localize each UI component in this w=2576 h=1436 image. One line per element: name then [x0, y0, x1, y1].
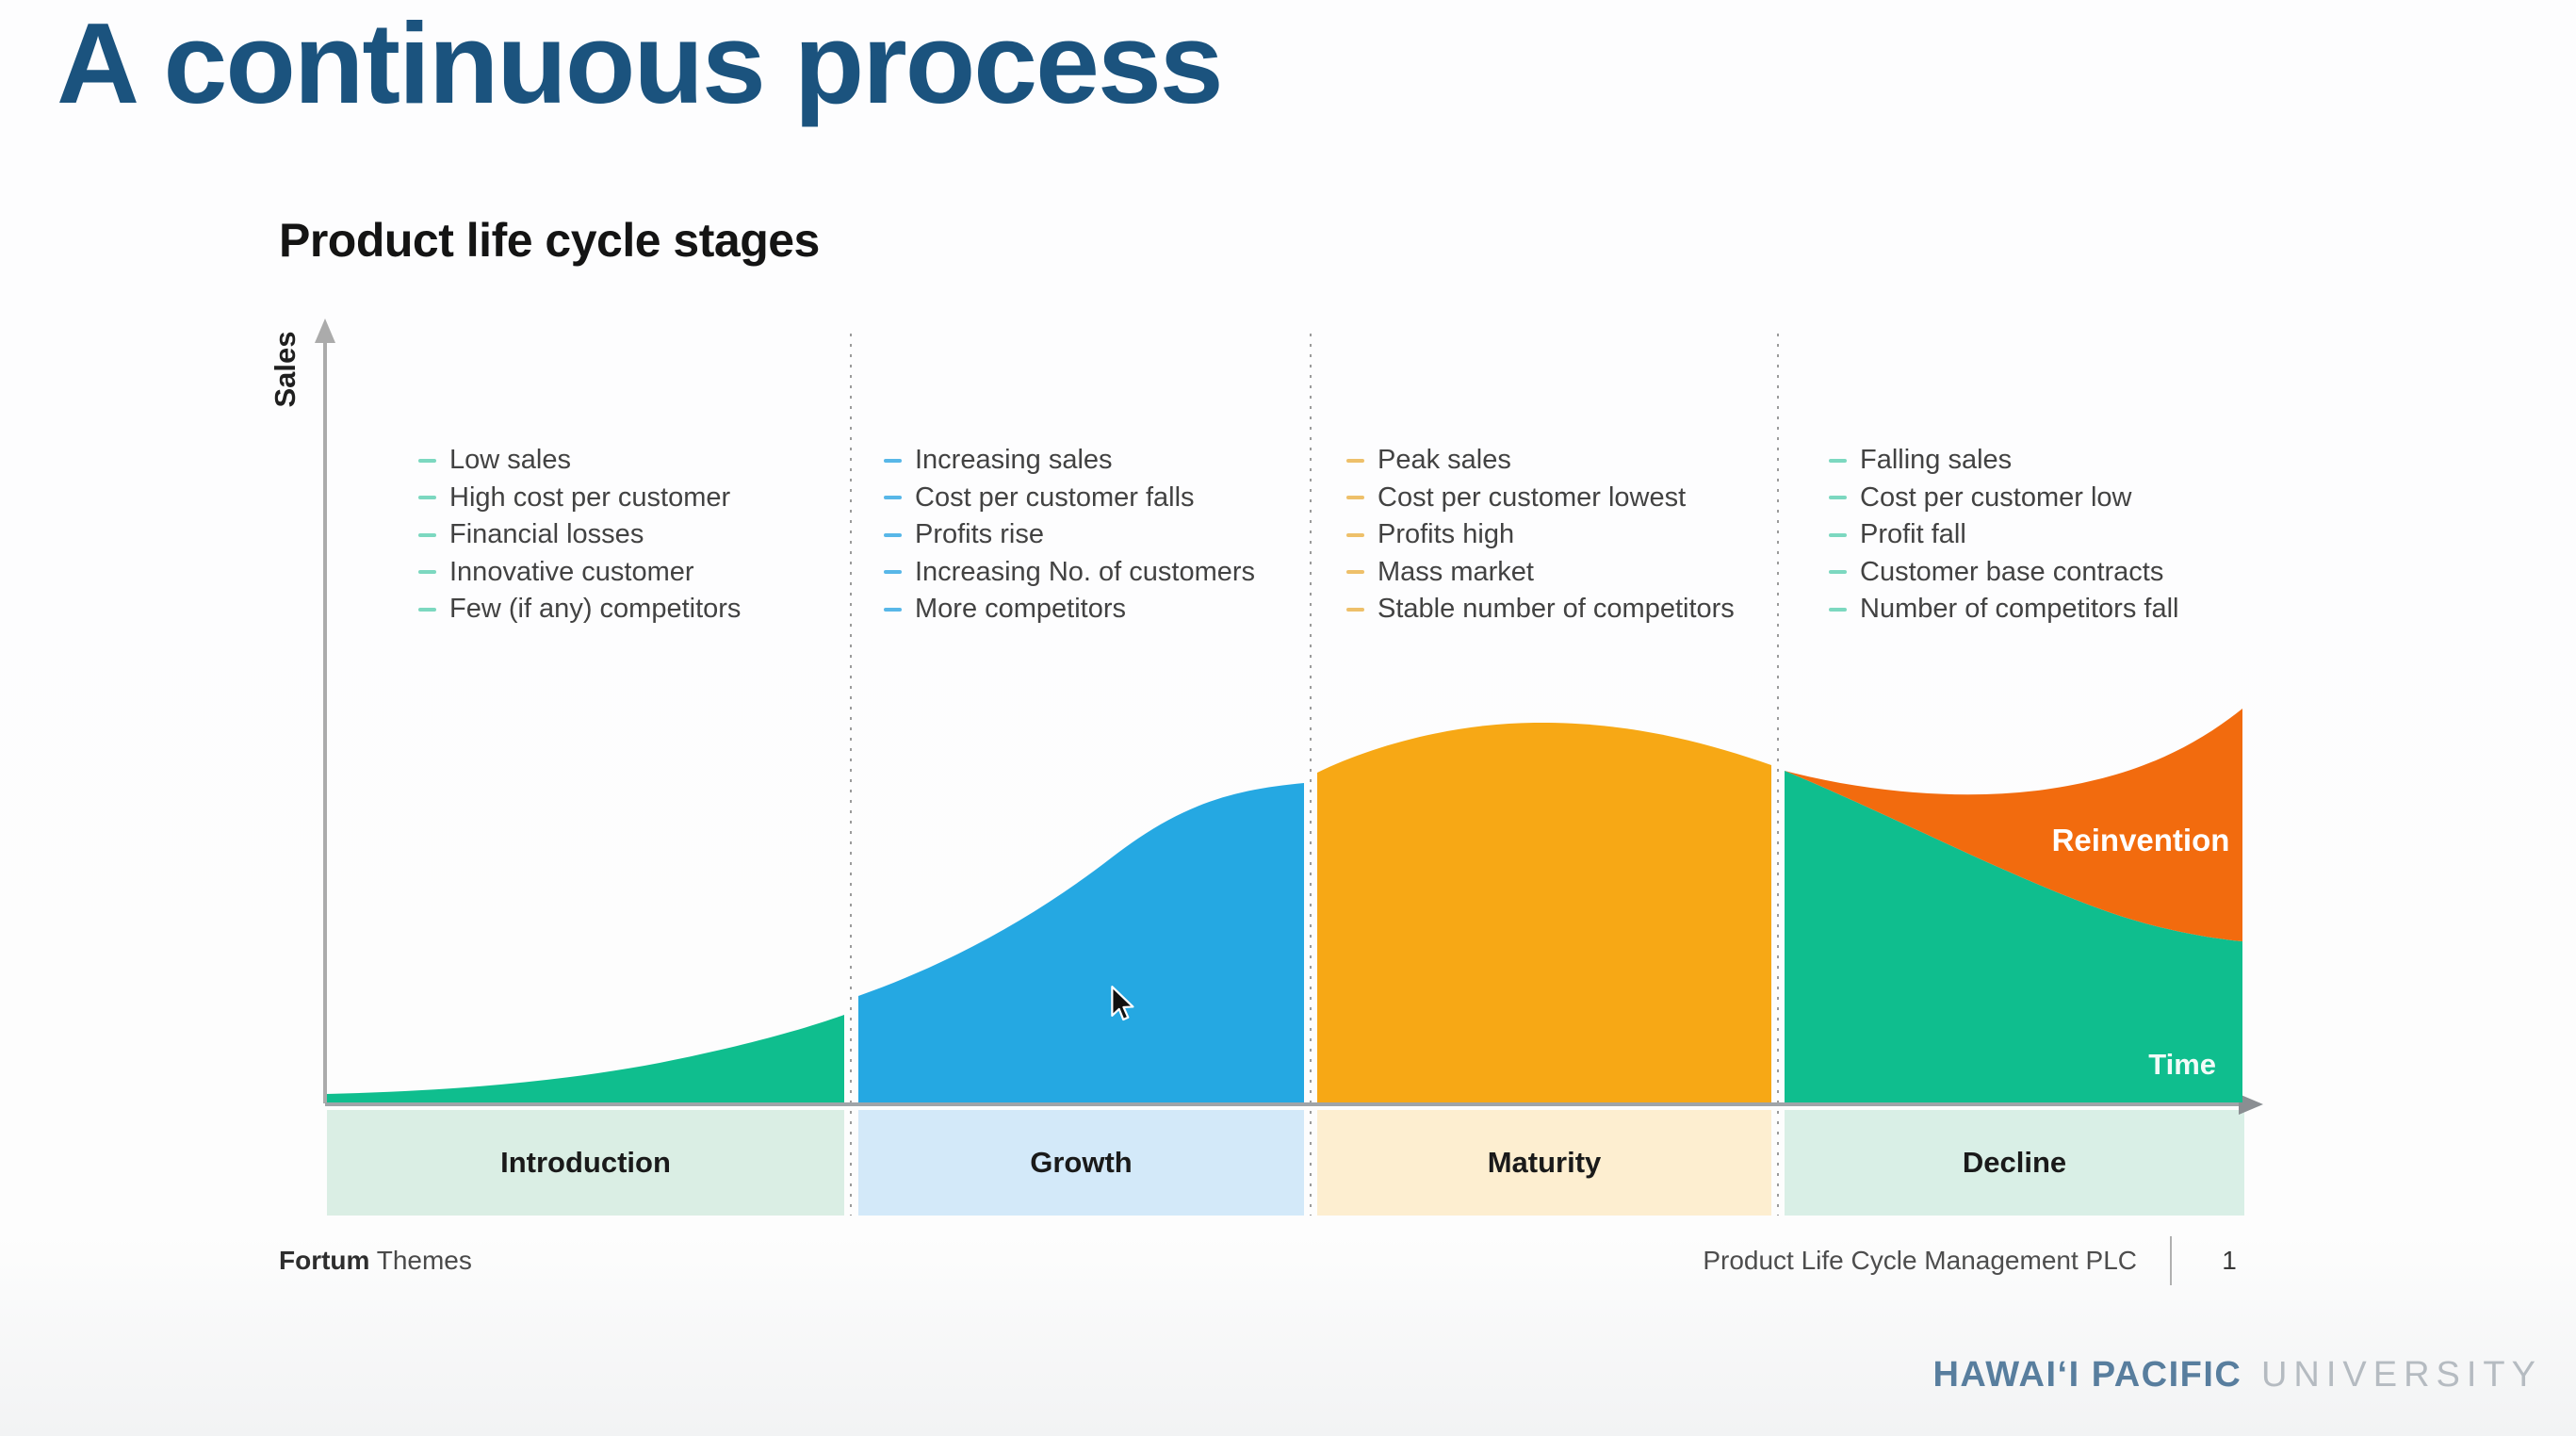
list-item: Profit fall [1829, 516, 2178, 554]
list-item: Increasing No. of customers [884, 554, 1255, 592]
stage-label-introduction: Introduction [500, 1146, 671, 1179]
decline-area [1785, 771, 2242, 1102]
mouse-cursor-icon [1111, 986, 1134, 1021]
bullet-text: Increasing sales [915, 445, 1113, 476]
bullet-text: Stable number of competitors [1378, 594, 1735, 625]
list-item: Customer base contracts [1829, 554, 2178, 592]
list-item: Few (if any) competitors [418, 591, 741, 628]
dash-bullet-icon [1346, 532, 1364, 537]
bullet-text: Peak sales [1378, 445, 1511, 476]
reinvention-label: Reinvention [2051, 823, 2230, 857]
bullet-text: High cost per customer [449, 481, 731, 513]
dash-bullet-icon [1346, 570, 1364, 575]
footer-brand-name: Fortum [279, 1246, 370, 1275]
dash-bullet-icon [418, 458, 436, 463]
list-item: More competitors [884, 591, 1255, 628]
list-item: Profits high [1346, 516, 1735, 554]
dash-bullet-icon [1829, 458, 1847, 463]
dash-bullet-icon [1829, 607, 1847, 612]
bullet-text: Financial losses [449, 519, 644, 550]
dash-bullet-icon [884, 496, 902, 500]
introduction-area [327, 1015, 844, 1102]
bullet-text: Mass market [1378, 556, 1534, 587]
list-item: Innovative customer [418, 554, 741, 592]
dash-bullet-icon [884, 570, 902, 575]
dash-bullet-icon [418, 607, 436, 612]
dash-bullet-icon [884, 532, 902, 537]
list-item: Mass market [1346, 554, 1735, 592]
bullet-list-decline: Falling sales Cost per customer low Prof… [1829, 442, 2178, 628]
dash-bullet-icon [1346, 496, 1364, 500]
bullet-list-growth: Increasing sales Cost per customer falls… [884, 442, 1255, 628]
bullet-list-introduction: Low sales High cost per customer Financi… [418, 442, 741, 628]
chart-title: Product life cycle stages [279, 214, 820, 267]
dash-bullet-icon [418, 496, 436, 500]
bullet-text: More competitors [915, 594, 1127, 625]
bullet-text: Few (if any) competitors [449, 594, 742, 625]
dash-bullet-icon [418, 532, 436, 537]
list-item: Financial losses [418, 516, 741, 554]
page-number: 1 [2222, 1246, 2237, 1275]
list-item: High cost per customer [418, 480, 741, 517]
maturity-area [1317, 722, 1771, 1102]
stage-label-decline: Decline [1962, 1146, 2067, 1179]
dash-bullet-icon [1829, 570, 1847, 575]
bullet-text: Cost per customer lowest [1378, 481, 1687, 513]
list-item: Cost per customer falls [884, 480, 1255, 517]
dash-bullet-icon [1346, 607, 1364, 612]
list-item: Profits rise [884, 516, 1255, 554]
list-item: Number of competitors fall [1829, 591, 2178, 628]
dash-bullet-icon [1346, 458, 1364, 463]
logo-primary-text: HAWAIʻI PACIFIC [1932, 1355, 2242, 1395]
bullet-text: Profits rise [915, 519, 1044, 550]
stage-band-decline: Decline [1785, 1110, 2244, 1216]
list-item: Stable number of competitors [1346, 591, 1735, 628]
list-item: Peak sales [1346, 442, 1735, 480]
university-logo: HAWAIʻI PACIFIC UNIVERSITY [1932, 1355, 2542, 1395]
growth-area [858, 783, 1304, 1102]
slide-title: A continuous process [57, 0, 1224, 127]
bullet-text: Low sales [449, 445, 571, 476]
stage-label-maturity: Maturity [1487, 1146, 1602, 1179]
bullet-text: Profits high [1378, 519, 1515, 550]
list-item: Low sales [418, 442, 741, 480]
dash-bullet-icon [418, 570, 436, 575]
list-item: Falling sales [1829, 442, 2178, 480]
bullet-text: Falling sales [1860, 445, 2013, 476]
dash-bullet-icon [884, 607, 902, 612]
x-axis-arrow-icon [2239, 1094, 2263, 1115]
dash-bullet-icon [884, 458, 902, 463]
stage-label-growth: Growth [1030, 1146, 1133, 1179]
reinvention-area [1785, 709, 2242, 941]
list-item: Cost per customer low [1829, 480, 2178, 517]
x-axis-label: Time [2148, 1048, 2216, 1081]
bullet-text: Cost per customer falls [915, 481, 1195, 513]
bullet-text: Customer base contracts [1860, 556, 2164, 587]
list-item: Cost per customer lowest [1346, 480, 1735, 517]
logo-secondary-text: UNIVERSITY [2260, 1355, 2542, 1395]
footer-divider [2170, 1236, 2172, 1285]
bullet-text: Cost per customer low [1860, 481, 2132, 513]
y-axis-arrow-icon [315, 318, 335, 343]
bullet-text: Increasing No. of customers [915, 556, 1256, 587]
list-item: Increasing sales [884, 442, 1255, 480]
footer-document-title: Product Life Cycle Management PLC [1703, 1246, 2137, 1275]
dash-bullet-icon [1829, 496, 1847, 500]
footer-brand: Fortum Themes [279, 1246, 472, 1276]
stage-band-introduction: Introduction [327, 1110, 844, 1216]
dash-bullet-icon [1829, 532, 1847, 537]
bullet-list-maturity: Peak sales Cost per customer lowest Prof… [1346, 442, 1735, 628]
bullet-text: Number of competitors fall [1860, 594, 2179, 625]
footer-brand-suffix: Themes [376, 1246, 472, 1275]
bullet-text: Innovative customer [449, 556, 694, 587]
stage-band-growth: Growth [858, 1110, 1304, 1216]
stage-band-maturity: Maturity [1317, 1110, 1771, 1216]
bullet-text: Profit fall [1860, 519, 1966, 550]
